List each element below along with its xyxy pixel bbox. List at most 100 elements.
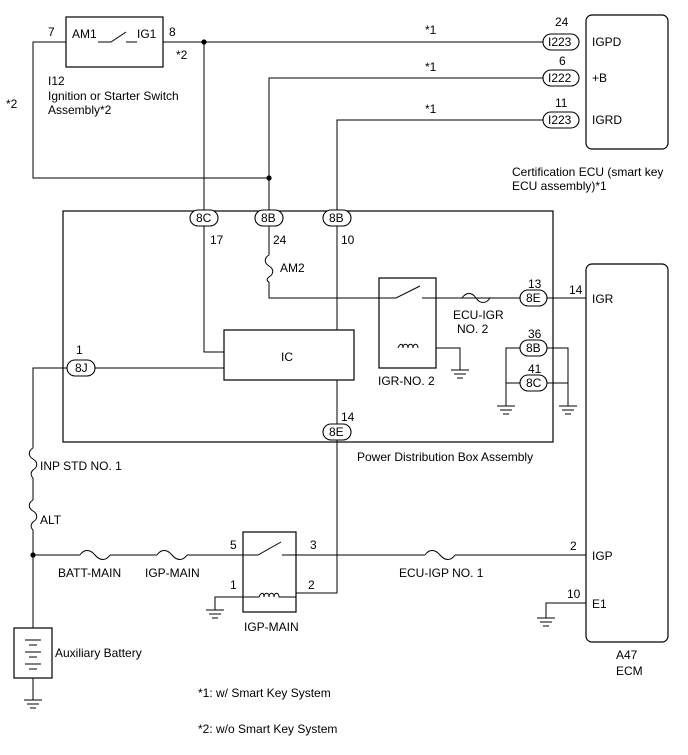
ignition-switch: AM1 IG1 7 8 *2 *2 I12 Ignition or Starte… — [6, 16, 188, 117]
pin-8b-24: 24 — [273, 233, 287, 247]
relay-igr-box — [378, 277, 437, 369]
connector-igpd: I223 — [542, 33, 580, 51]
pin-8e-14: 14 — [341, 410, 355, 424]
footnote-1: *1: w/ Smart Key System — [198, 686, 331, 700]
wire-8c-to-ic — [203, 42, 224, 353]
pin-8e-13: 13 — [528, 277, 542, 291]
ic-box — [223, 329, 355, 381]
svg-text:8B: 8B — [526, 341, 541, 355]
svg-text:8B: 8B — [329, 211, 344, 225]
svg-text:I222: I222 — [548, 71, 572, 85]
igp-main-relay: 5 3 1 2 IGP-MAIN — [206, 531, 317, 634]
pin-8c-17: 17 — [210, 233, 224, 247]
certification-ecu: *1 24 I223 IGPD *1 6 I222 +B *1 11 I223 … — [425, 14, 669, 193]
pin-igpd-number: 24 — [555, 15, 569, 29]
ground-icon — [24, 699, 42, 709]
fuse-igp-main-icon — [156, 550, 188, 560]
battery-box — [13, 627, 53, 679]
pin-8j-1: 1 — [76, 343, 83, 357]
fuse-igp-main-label: IGP-MAIN — [145, 566, 200, 580]
igp-main-pin2: 2 — [308, 578, 315, 592]
ground-icon — [451, 369, 469, 379]
connector-8b-10: 8B — [322, 209, 352, 227]
junctions — [30, 39, 272, 558]
ignition-switch-ref: I12 — [48, 74, 65, 88]
relay-igr-label: IGR-NO. 2 — [378, 374, 435, 388]
svg-text:8E: 8E — [329, 425, 344, 439]
certification-ecu-name1: Certification ECU (smart key — [512, 165, 663, 179]
igp-main-relay-box — [242, 531, 297, 613]
wire-8b-8c-gnd — [505, 347, 569, 406]
junction-dot — [201, 39, 207, 45]
pin-plusb-label: +B — [592, 71, 607, 85]
fuse-am2-icon — [264, 254, 274, 283]
fuse-ecu-igr-icon — [461, 293, 491, 303]
note-left: *2 — [6, 97, 18, 111]
power-distribution-box: Power Distribution Box Assembly 8C 17 8B… — [62, 209, 577, 464]
ground-icon — [497, 405, 515, 415]
ecm-pin-e1-number: 10 — [567, 587, 581, 601]
ignition-switch-name1: Ignition or Starter Switch — [48, 89, 179, 103]
note-igrd: *1 — [425, 102, 437, 116]
fuse-inp-std-label: INP STD NO. 1 — [40, 459, 122, 473]
ecm: 14 IGR 2 IGP 10 E1 A47 ECM — [537, 263, 669, 678]
ground-icon — [537, 617, 555, 627]
fuse-ecu-igp-label: ECU-IGP NO. 1 — [399, 566, 484, 580]
connector-8e-top: 8E — [519, 289, 548, 307]
certification-ecu-box — [585, 14, 669, 150]
ecm-pin-igp-number: 2 — [570, 539, 577, 553]
svg-text:8E: 8E — [526, 291, 541, 305]
ic-label: IC — [281, 350, 293, 364]
svg-text:8J: 8J — [75, 361, 88, 375]
relay-igr-coil-icon — [397, 343, 419, 349]
auxiliary-battery: Auxiliary Battery — [13, 627, 142, 709]
ground-icon — [206, 609, 224, 619]
fuse-alt-label: ALT — [40, 513, 62, 527]
fuse-ecu-igp-icon — [424, 550, 456, 560]
pdb-name: Power Distribution Box Assembly — [357, 450, 533, 464]
igp-main-label: IGP-MAIN — [244, 620, 299, 634]
svg-text:I223: I223 — [548, 35, 572, 49]
pdb-outline — [62, 210, 554, 443]
ignition-switch-box — [65, 16, 164, 68]
battery-icon — [25, 639, 41, 670]
ecm-name: ECM — [616, 664, 643, 678]
svg-text:I223: I223 — [548, 113, 572, 127]
connector-8b-36: 8B — [519, 339, 548, 357]
pin-igpd-label: IGPD — [592, 35, 622, 49]
connector-8c-41: 8C — [519, 374, 548, 392]
ecm-pin-igr-number: 14 — [569, 283, 583, 297]
pin-8c-41: 41 — [528, 362, 542, 376]
certification-ecu-name2: ECU assembly)*1 — [512, 179, 607, 193]
igp-main-pin5: 5 — [230, 538, 237, 552]
wire-8e-to-igpmain — [296, 440, 338, 594]
fuse-am2-label: AM2 — [280, 261, 305, 275]
fuse-inp-std-icon — [28, 447, 38, 479]
igp-main-pin3: 3 — [310, 538, 317, 552]
wire-igrd — [336, 119, 543, 210]
junction-dot — [30, 552, 36, 558]
fuse-alt-icon — [28, 499, 38, 531]
wire-plusb — [268, 77, 543, 210]
fuse-ecu-igr-label2: NO. 2 — [457, 322, 489, 336]
connector-8j: 8J — [66, 359, 96, 377]
svg-text:8C: 8C — [196, 211, 212, 225]
fuse-batt-main-icon — [79, 550, 111, 560]
term-ig1: IG1 — [137, 27, 157, 41]
ecm-pin-igp-label: IGP — [592, 549, 613, 563]
fuse-ecu-igr-label1: ECU-IGR — [453, 308, 504, 322]
note-plusb: *1 — [425, 60, 437, 74]
wire-e1-gnd — [545, 602, 586, 618]
battery-label: Auxiliary Battery — [55, 646, 142, 660]
main-fuses: INP STD NO. 1 ALT BATT-MAIN IGP-MAIN ECU… — [28, 447, 484, 580]
wire-am2 — [268, 226, 379, 299]
ecm-ref: A47 — [616, 648, 638, 662]
svg-text:8B: 8B — [261, 211, 276, 225]
ecm-pin-e1-label: E1 — [592, 597, 607, 611]
igp-main-pin1: 1 — [230, 578, 237, 592]
wire-igpmain-coil-gnd — [214, 596, 243, 610]
footnotes: *1: w/ Smart Key System *2: w/o Smart Ke… — [198, 686, 337, 736]
connector-8c-top: 8C — [189, 209, 219, 227]
pin-8b-10: 10 — [341, 233, 355, 247]
